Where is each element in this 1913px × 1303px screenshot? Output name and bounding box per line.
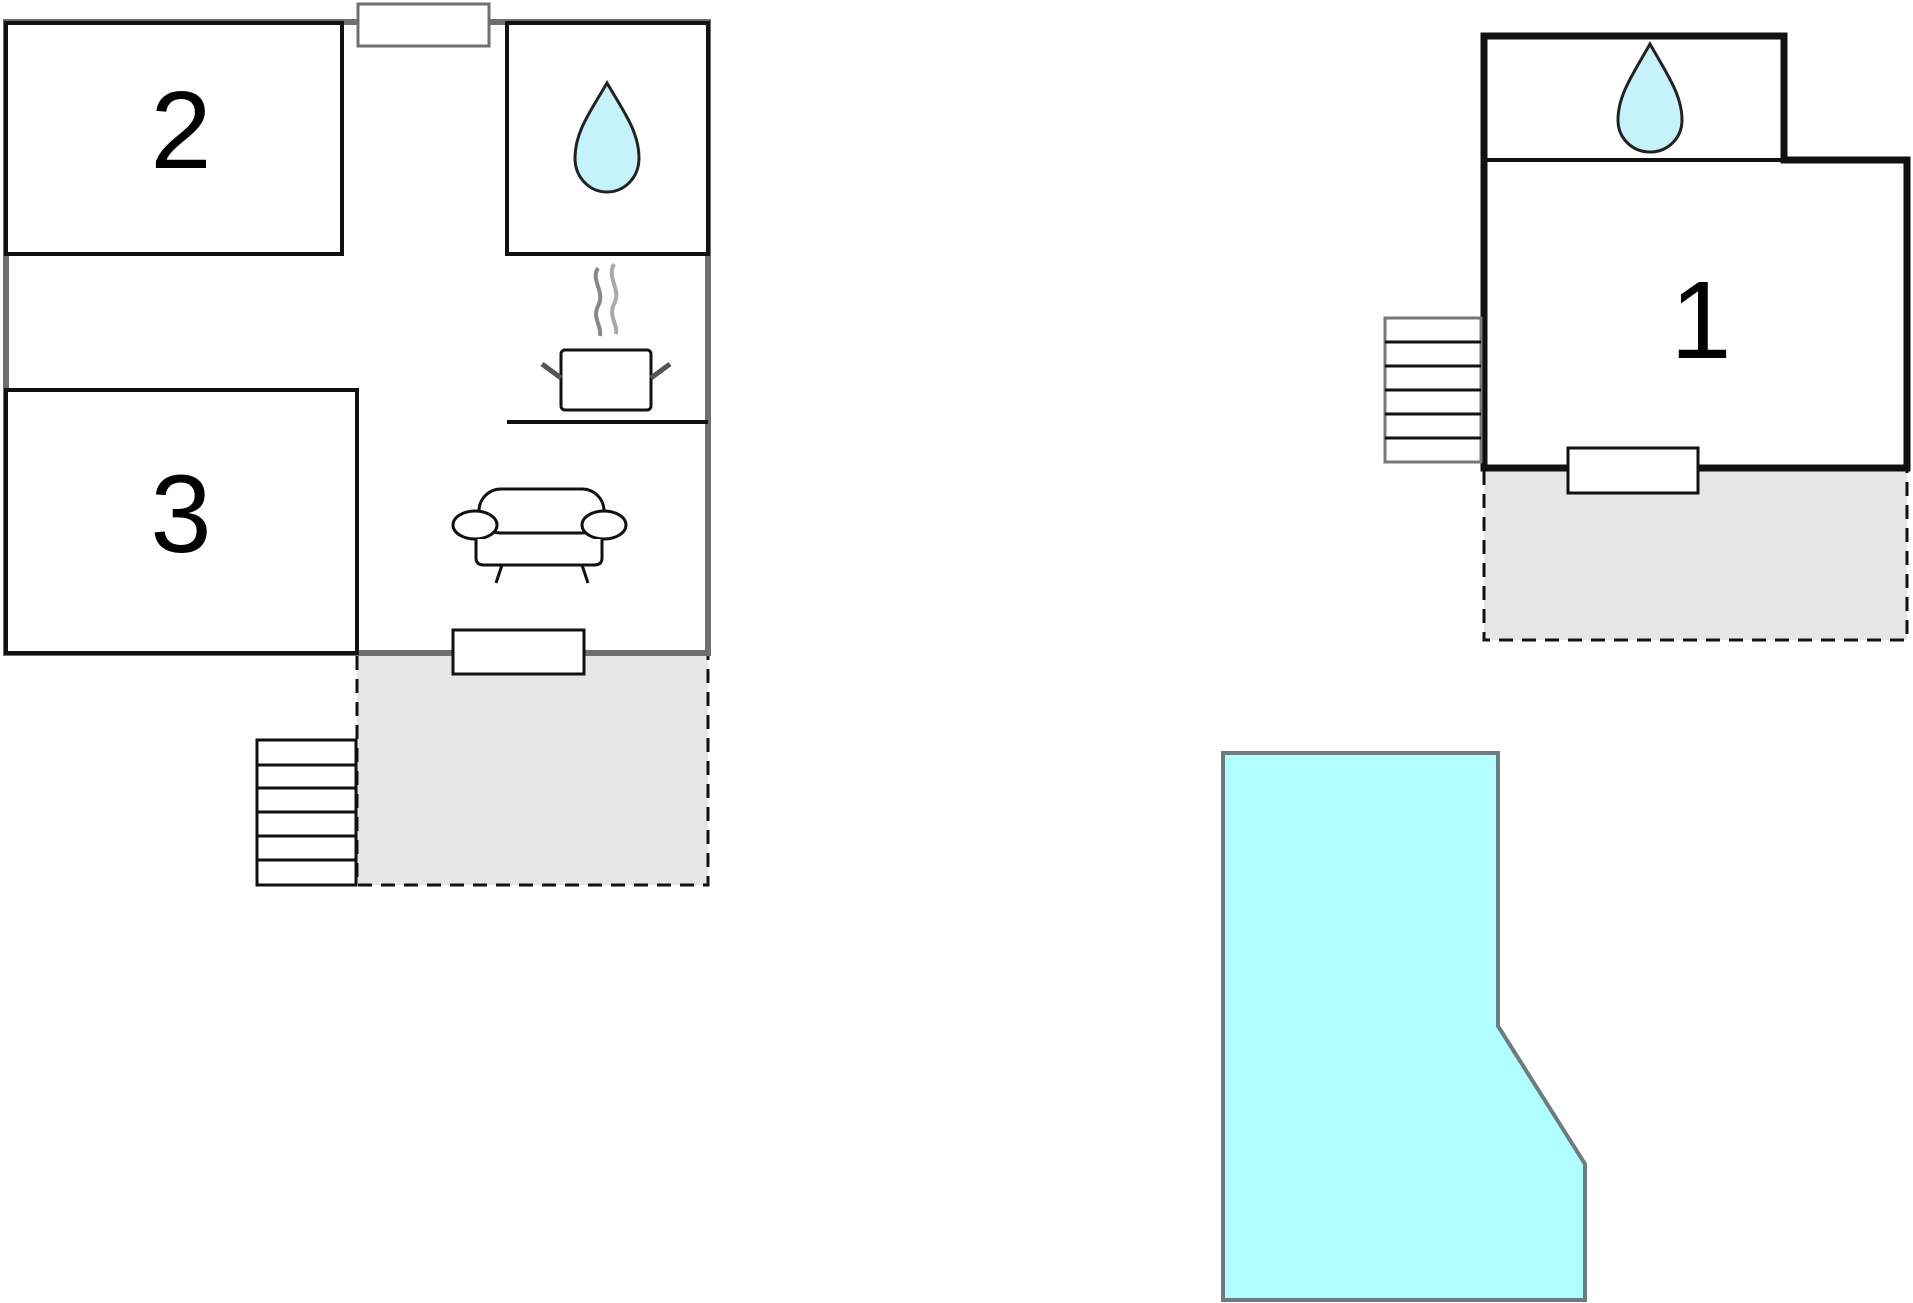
sofa-icon (451, 487, 628, 584)
swimming-pool (1221, 751, 1587, 1302)
room-2-outline (4, 21, 344, 256)
left-terrace (355, 650, 710, 887)
left-bottom-window (451, 628, 586, 676)
water-drop-icon (1616, 40, 1684, 154)
room-3-number: 3 (150, 453, 211, 576)
room-1-number: 1 (1670, 259, 1731, 382)
right-stairs-icon (1383, 316, 1483, 464)
right-building: 1 (1383, 32, 1911, 642)
left-stairs-icon (255, 738, 358, 887)
left-bathroom (505, 21, 710, 256)
right-terrace (1482, 466, 1909, 642)
left-building: 2 3 (3, 2, 711, 887)
room-2-number: 2 (150, 69, 211, 192)
water-drop-icon (573, 80, 641, 194)
cooking-pot-icon (540, 263, 672, 412)
right-bottom-window (1566, 446, 1700, 495)
right-building-outer-wall (1480, 32, 1911, 472)
room-3-outline (4, 388, 359, 655)
room-2: 2 (4, 21, 344, 256)
room-3: 3 (4, 388, 359, 655)
left-top-window (356, 2, 491, 48)
